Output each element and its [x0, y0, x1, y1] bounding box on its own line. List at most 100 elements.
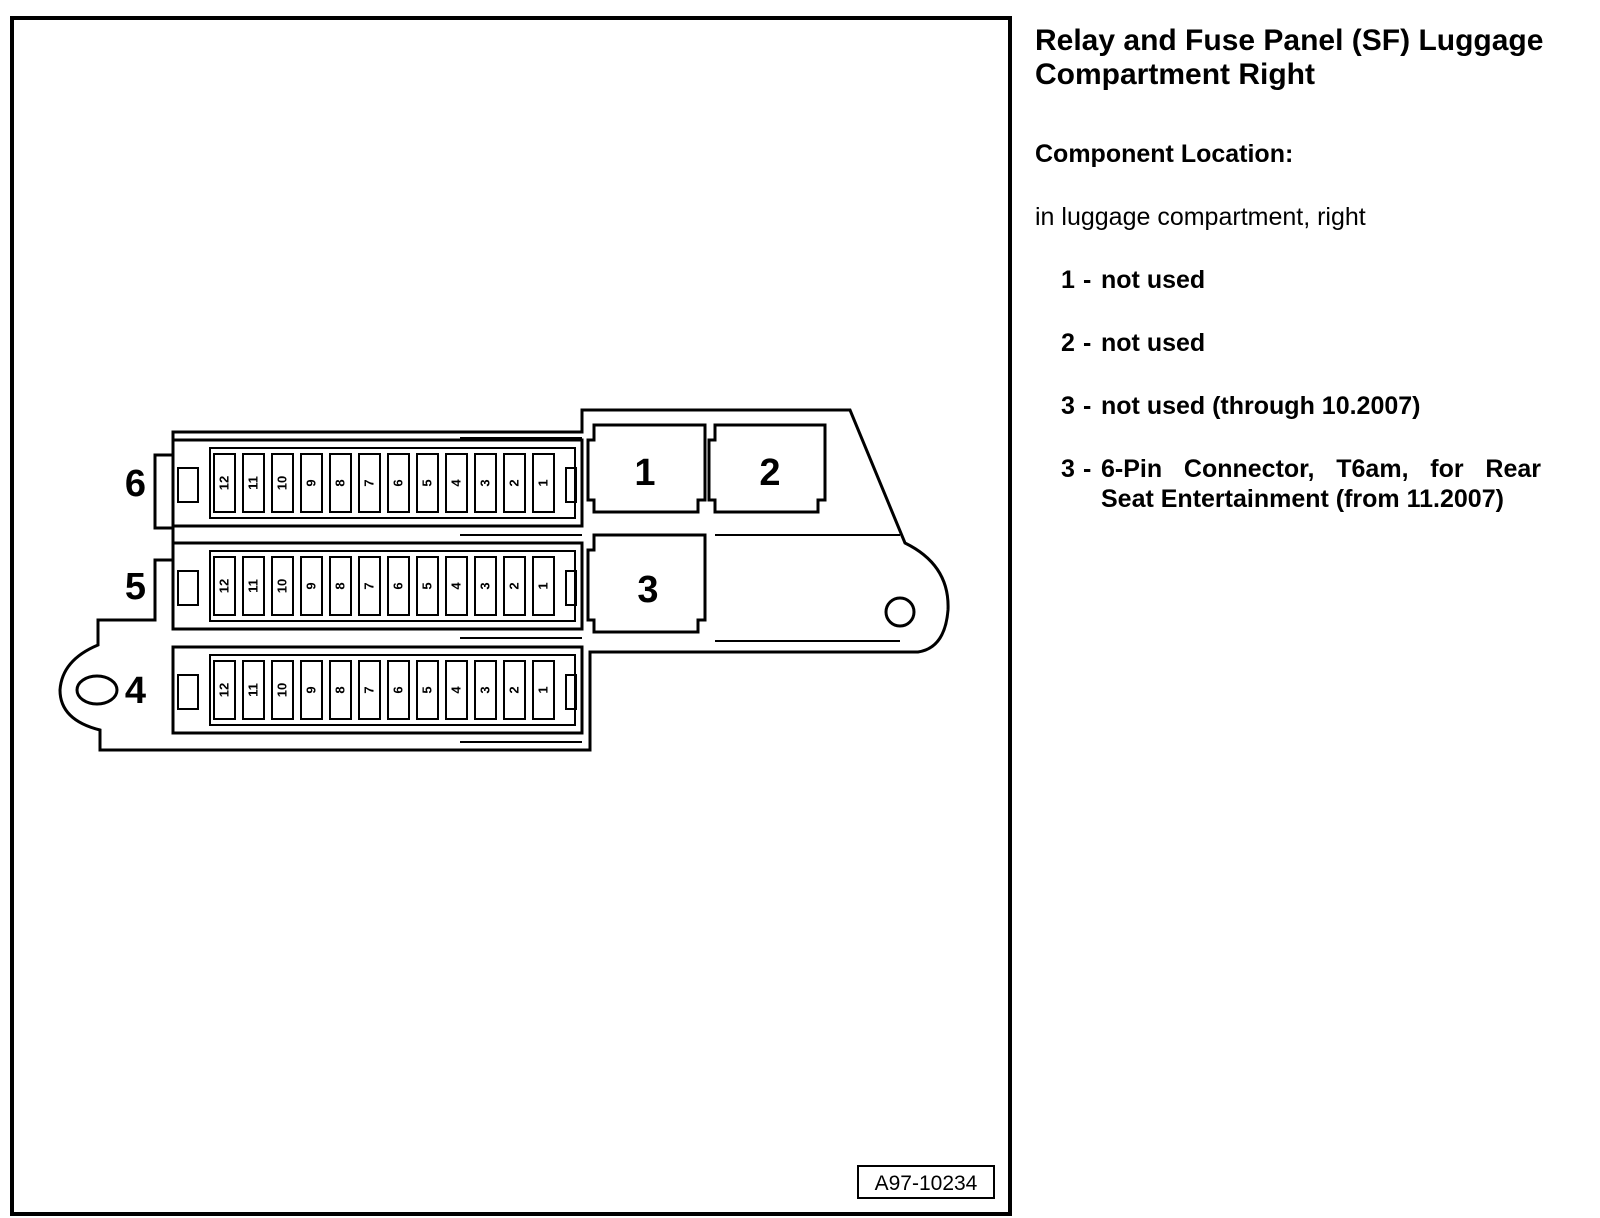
legend-text: 6-Pin Connector, T6am, for Rear Seat Ent…	[1101, 455, 1541, 513]
panel-ledges	[460, 437, 900, 743]
component-location-text: in luggage compartment, right	[1035, 203, 1366, 231]
fuse-slot	[300, 660, 323, 720]
latch	[177, 674, 199, 710]
relay-position-2	[707, 423, 827, 514]
fuse-number: 9	[303, 479, 318, 486]
fuse-slot	[329, 556, 352, 616]
fuse-slot	[503, 556, 526, 616]
fuse-carrier	[171, 438, 584, 528]
legend-number: 2	[1061, 329, 1075, 357]
fuse-number: 1	[535, 686, 550, 693]
fuse-slot	[532, 660, 555, 720]
fuse-number: 6	[390, 686, 405, 693]
fuse-number: 11	[245, 579, 260, 593]
relay-position-1	[586, 423, 707, 514]
fuse-number: 1	[535, 479, 550, 486]
fuse-number: 1	[535, 582, 550, 589]
fuse-slot	[213, 556, 236, 616]
fuse-number: 6	[390, 479, 405, 486]
fuse-slot	[213, 453, 236, 513]
diagram-border	[10, 16, 1012, 1216]
fuse-row-label: 6	[125, 463, 146, 505]
latch	[177, 570, 199, 606]
fuse-slot	[503, 453, 526, 513]
legend-separator: -	[1083, 266, 1092, 294]
mounting-hole-left	[75, 674, 119, 706]
fuse-number: 10	[274, 683, 289, 697]
legend-number: 3	[1061, 392, 1075, 420]
fuse-slot	[474, 660, 497, 720]
legend-number: 3	[1061, 455, 1075, 483]
fuse-number: 5	[419, 582, 434, 589]
fuse-number: 12	[216, 683, 231, 697]
fuse-slot	[300, 453, 323, 513]
legend-separator: -	[1083, 455, 1092, 483]
fuse-slot	[242, 660, 265, 720]
figure-id: A97-10234	[875, 1172, 978, 1195]
fuse-slot	[532, 556, 555, 616]
fuse-number: 6	[390, 582, 405, 589]
fuse-slot	[271, 453, 294, 513]
fuse-number: 4	[448, 582, 463, 590]
fuse-slot	[213, 660, 236, 720]
fuse-number: 3	[477, 582, 492, 589]
fuse-slot	[329, 453, 352, 513]
fuse-slot	[242, 556, 265, 616]
fuse-number: 7	[361, 686, 376, 693]
fuse-number: 4	[448, 479, 463, 487]
fuse-number: 12	[216, 579, 231, 593]
fuse-carrier	[171, 645, 584, 735]
fuse-carrier	[171, 541, 584, 631]
end-tab	[565, 674, 577, 710]
fuse-slot	[387, 660, 410, 720]
fuse-slot	[416, 556, 439, 616]
fuse-slot	[416, 453, 439, 513]
fuse-slot	[387, 453, 410, 513]
fuse-number: 2	[506, 479, 521, 486]
fuse-number: 12	[216, 476, 231, 490]
fuse-number: 5	[419, 686, 434, 693]
fuse-slot	[242, 453, 265, 513]
fuse-slot	[300, 556, 323, 616]
legend-separator: -	[1083, 392, 1092, 420]
fuse-number: 10	[274, 476, 289, 490]
fuse-number: 11	[245, 683, 260, 697]
relay-label-1: 1	[634, 452, 655, 494]
fuse-number: 8	[332, 686, 347, 693]
fuse-slot	[445, 453, 468, 513]
fuse-slot	[416, 660, 439, 720]
legend-text: not used (through 10.2007)	[1101, 392, 1421, 420]
legend-item: 3 - 6-Pin Connector, T6am, for Rear Seat…	[1035, 454, 1541, 514]
legend-separator: -	[1083, 329, 1092, 357]
panel-body	[58, 408, 950, 752]
legend-text: not used	[1101, 329, 1206, 357]
page-title: Relay and Fuse Panel (SF) Luggage Compar…	[1035, 24, 1544, 91]
component-location-heading: Component Location:	[1035, 140, 1294, 168]
fuse-slot	[503, 660, 526, 720]
fuse-row-label: 5	[125, 566, 146, 608]
fuse-slot	[271, 660, 294, 720]
end-tab	[565, 570, 577, 606]
fuse-number: 7	[361, 582, 376, 589]
fuse-number: 8	[332, 582, 347, 589]
legend-item: 1 - not used	[1035, 265, 1595, 295]
end-tab	[565, 467, 577, 503]
fuse-slot	[445, 556, 468, 616]
legend-item: 2 - not used	[1035, 328, 1595, 358]
figure-id-box	[857, 1165, 995, 1199]
fuse-slot	[532, 453, 555, 513]
fuse-slot	[445, 660, 468, 720]
fuse-slot	[474, 453, 497, 513]
fuse-number: 5	[419, 479, 434, 486]
legend-number: 1	[1061, 266, 1075, 294]
fuse-slot	[474, 556, 497, 616]
fuse-number: 11	[245, 476, 260, 490]
relay-label-3: 3	[637, 569, 658, 611]
legend-text: not used	[1101, 266, 1206, 294]
fuse-slot	[329, 660, 352, 720]
